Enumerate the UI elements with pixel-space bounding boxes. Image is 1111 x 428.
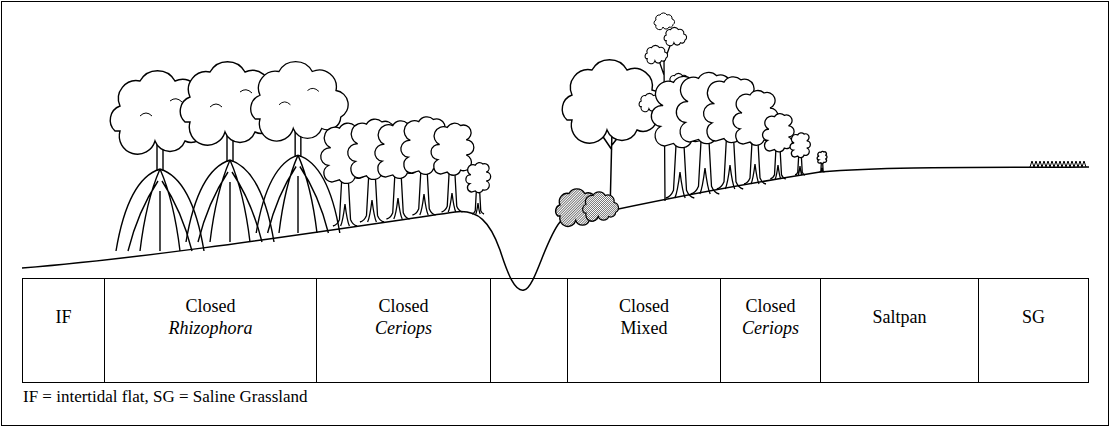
zone-table-grid xyxy=(22,278,1089,383)
zone-cell: ClosedRhizophora xyxy=(105,279,316,382)
zone-name: Ceriops xyxy=(375,317,432,339)
saline-grass xyxy=(1030,161,1086,167)
zone-cell: ClosedCeriops xyxy=(721,279,820,382)
rhizophora-trees xyxy=(110,62,348,251)
zone-cell: Closed Mixed xyxy=(568,279,720,382)
ceriops-trees xyxy=(704,77,828,189)
zone-name: IF xyxy=(55,306,71,328)
zone-cell: Saltpan xyxy=(821,279,978,382)
zone-name: Ceriops xyxy=(742,317,799,339)
footnote: IF = intertidal flat, SG = Saline Grassl… xyxy=(23,387,308,407)
ceriops-trees xyxy=(321,117,491,226)
zone-cell: SG xyxy=(979,279,1088,382)
zone-name: Closed Mixed xyxy=(608,295,680,339)
zone-name: SG xyxy=(1022,306,1045,328)
zone-name: Saltpan xyxy=(873,306,927,328)
zone-name: Closed xyxy=(745,295,795,317)
zone-cell: IF xyxy=(23,279,104,382)
zone-name: Closed xyxy=(185,295,235,317)
zone-name: Closed xyxy=(378,295,428,317)
zone-name: Rhizophora xyxy=(168,317,252,339)
zone-cell: ClosedCeriops xyxy=(317,279,490,382)
